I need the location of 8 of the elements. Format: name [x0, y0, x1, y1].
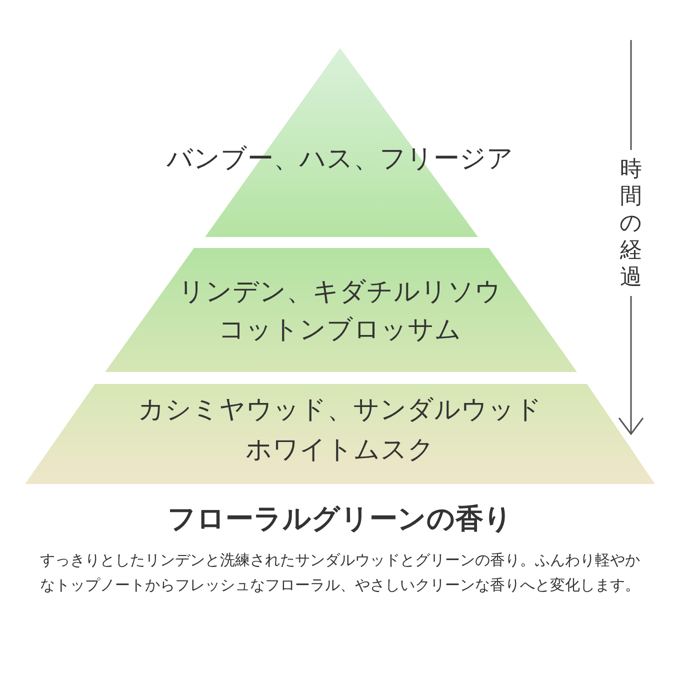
- note-list: カシミヤウッド、サンダルウッド: [138, 394, 542, 428]
- note-list: リンデン、キダチルリソウ: [178, 276, 502, 310]
- note-list: コットンブロッサム: [218, 314, 462, 348]
- title: フローラルグリーンの香り: [168, 501, 512, 537]
- note-list: ホワイトムスク: [246, 434, 434, 468]
- axis-label: 時間の経過: [619, 156, 643, 291]
- description-paragraph: すっきりとしたリンデンと洗練されたサンダルウッドとグリーンの香り。ふんわり軽やかなトップノートからフレッシュなフローラル、やさしいクリーンな香りへと変化します。: [40, 550, 641, 596]
- note-list: バンブー、ハス、フリージア: [166, 143, 514, 177]
